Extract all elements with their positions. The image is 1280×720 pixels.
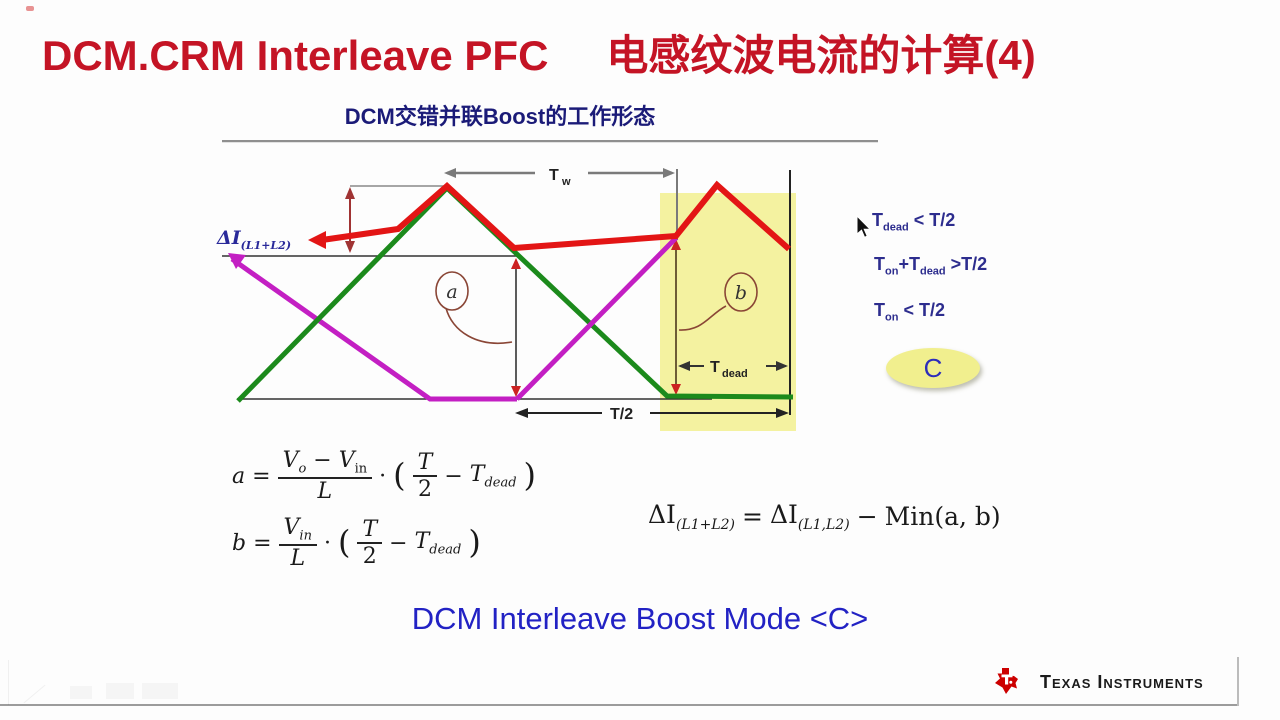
record-dot-artifact [26, 6, 34, 11]
footer-divider [0, 704, 1237, 706]
tw-right-arrow-icon [663, 168, 675, 178]
tw-label-sub: w [561, 176, 571, 188]
magenta-inductor-waveform-rise [515, 236, 678, 401]
magenta-inductor-waveform-fall [230, 256, 517, 402]
subtitle-underline [222, 140, 878, 143]
tw-left-arrow-icon [444, 168, 456, 178]
condition-line-1: Tdead < T/2 [872, 210, 956, 234]
ghost-control-artifact [106, 683, 134, 699]
ghost-slash-artifact [23, 684, 46, 704]
b-measure-line [671, 239, 681, 395]
delta-i-label: ΔI(L1+L2) [217, 227, 292, 252]
tdead-label: T [710, 359, 720, 376]
tw-dimension [447, 169, 678, 240]
mouse-cursor-icon [856, 215, 872, 238]
tdead-left-arrow-icon [678, 361, 690, 371]
b-marker [678, 272, 758, 331]
a-measure-line [511, 258, 521, 397]
title-chinese: 电感纹波电流的计算(4) [606, 32, 1036, 79]
ghost-control-artifact [70, 686, 92, 699]
magenta-arrow-icon [228, 253, 246, 269]
tdead-label-sub: dead [722, 368, 748, 380]
mode-statement: DCM Interleave Boost Mode <C> [411, 601, 869, 636]
a-letter: a [446, 281, 457, 303]
a-marker [435, 271, 513, 344]
mode-c-badge: C [886, 348, 980, 388]
waveform-diagram: T w a b T dead T/2 [222, 167, 796, 431]
b-letter: b [735, 282, 747, 304]
green-inductor-waveform [236, 184, 794, 403]
ripple-height-arrow [345, 187, 355, 253]
formula-ripple: ΔI(L1+L2) = ΔI(L1,L2) − Min(a, b) [648, 500, 1001, 533]
ghost-control-artifact [142, 683, 178, 699]
tdead-right-arrow-icon [776, 361, 788, 371]
title-english: DCM.CRM Interleave PFC [42, 32, 549, 79]
red-arrow-icon [308, 231, 326, 249]
thalf-left-arrow-icon [515, 408, 528, 418]
subtitle: DCM交错并联Boost的工作形态 [344, 104, 656, 129]
tw-label: T [549, 167, 559, 184]
thalf-right-arrow-icon [776, 408, 789, 418]
page-title: DCM.CRM Interleave PFC 电感纹波电流的计算(4) [42, 22, 1252, 83]
ghost-line-artifact [8, 660, 9, 705]
footer-vertical-divider [1237, 657, 1239, 706]
red-sum-waveform [321, 180, 791, 252]
thalf-label: T/2 [610, 406, 633, 423]
texas-instruments-logo-icon [995, 668, 1018, 694]
texas-instruments-wordmark: Texas Instruments [1040, 672, 1204, 692]
condition-line-2: Ton+Tdead >T/2 [874, 254, 988, 278]
condition-line-3: Ton < T/2 [874, 300, 945, 324]
